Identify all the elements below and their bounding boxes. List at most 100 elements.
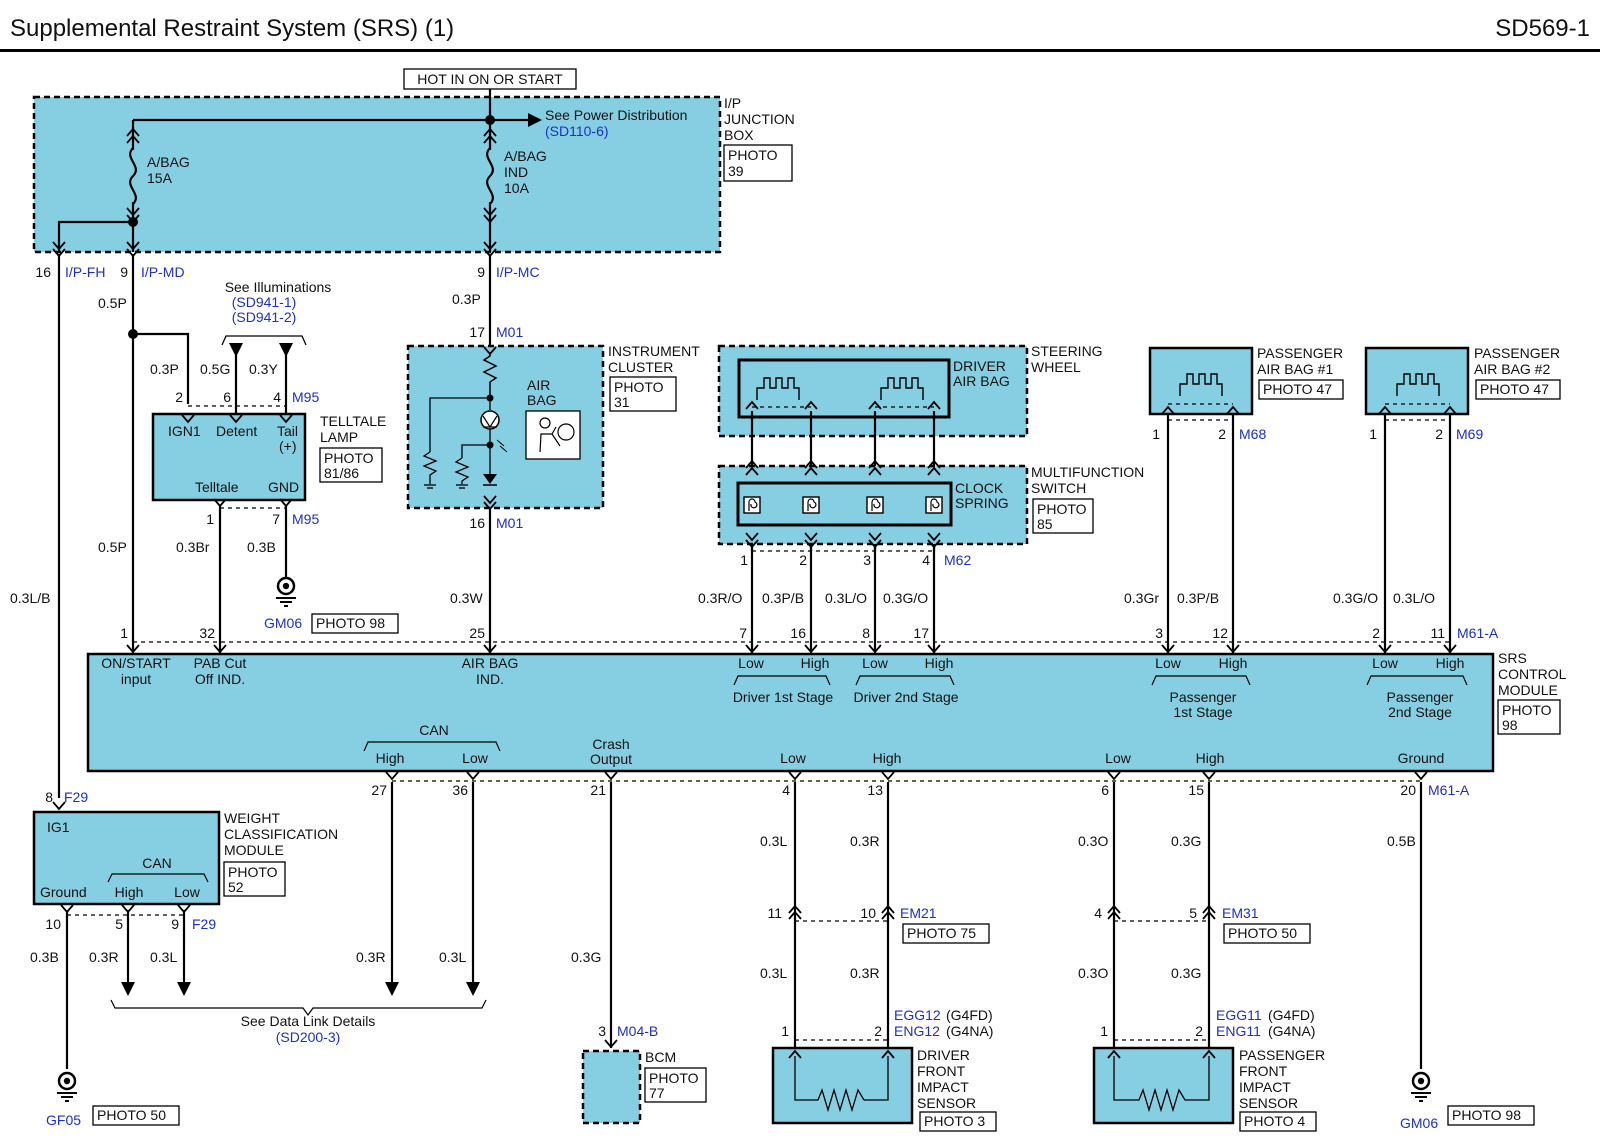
photo-box (1475, 379, 1561, 400)
weight-classification-body (32, 810, 221, 906)
splice-icon (485, 115, 495, 125)
pin-number: 2 (1218, 426, 1226, 442)
driver-front-impact-sensor: 0.3L 0.3R 11 10 EM21 PHOTO 75 0.3L 0.3R … (760, 782, 997, 1132)
photo-label: PHOTO 47 (1263, 381, 1332, 397)
pin-number: 7 (739, 625, 747, 641)
brace-icon (855, 675, 955, 686)
illuminations-ref[interactable]: (SD941-2) (232, 309, 297, 325)
photo-number: 77 (649, 1085, 665, 1101)
airbag-warning-icon (525, 410, 581, 460)
pin-label: Low (738, 655, 765, 671)
ip-junction-box: See Power Distribution (SD110-6) A/BAG 1… (32, 89, 795, 280)
power-distribution-note: See Power Distribution (545, 107, 687, 123)
photo-box (1447, 1105, 1535, 1126)
wire-color-label: 0.3L/O (825, 590, 867, 606)
passenger-airbag-2: PASSENGER AIR BAG #2 PHOTO 47 1 2 M69 (1364, 345, 1561, 442)
power-distribution-ref[interactable]: (SD110-6) (545, 123, 609, 139)
brace-icon (221, 335, 307, 346)
brace-icon (107, 873, 209, 883)
connector-ip-fh: I/P-FH (65, 264, 105, 280)
photo-number: 85 (1037, 516, 1053, 532)
connector-ip-mc: I/P-MC (496, 264, 540, 280)
component-name: PASSENGER (1474, 345, 1560, 361)
connector-m95: M95 (292, 389, 319, 405)
photo-box (1258, 379, 1344, 400)
connector-eng11: ENG11 (1216, 1023, 1261, 1039)
pin-number: 6 (1101, 782, 1109, 798)
resistor-icon (1113, 1056, 1210, 1113)
pin-label: High (925, 655, 954, 671)
fuse-abag-ind-rating: 10A (504, 180, 530, 196)
component-name: FRONT (1239, 1063, 1288, 1079)
pin-number: 3 (598, 1023, 606, 1039)
pin-label: IG1 (47, 819, 70, 835)
pin-number: 5 (115, 916, 123, 932)
fuse-icon (481, 147, 499, 205)
component-name: WHEEL (1031, 359, 1081, 375)
junction-box-name: JUNCTION (724, 111, 795, 127)
pin-number: 1 (740, 552, 748, 568)
stage-label: 2nd Stage (1388, 704, 1452, 720)
wire-color-label: 0.3P (452, 291, 481, 307)
pin-number: 9 (477, 264, 485, 280)
pin-number: 21 (590, 782, 606, 798)
photo-label: PHOTO 50 (1228, 925, 1297, 941)
pin-number: 2 (1195, 1023, 1203, 1039)
coil-icon (802, 496, 820, 514)
data-link-ref[interactable]: (SD200-3) (276, 1029, 341, 1045)
photo-box (1497, 699, 1561, 735)
wire-color-label: 0.3B (247, 539, 276, 555)
clock-spring (736, 481, 953, 527)
arrow-down-icon (466, 982, 480, 996)
component-name: SWITCH (1031, 480, 1086, 496)
ground-icon (1409, 1071, 1433, 1103)
telltale-lamp-body (151, 412, 307, 502)
illuminations-note: See Illuminations (225, 279, 332, 295)
wire-color-label: 0.3Gr (1124, 590, 1159, 606)
driver-impact-sensor-body (771, 1046, 914, 1125)
photo-number: 81/86 (324, 465, 359, 481)
connector-m68: M68 (1239, 426, 1266, 442)
pin-label: input (121, 671, 151, 687)
pin-label: PAB Cut (194, 655, 247, 671)
instrument-cluster: 0.3P 17 M01 AIR BAG INSTRUMENT CLUSTER (406, 254, 700, 531)
pin-number: 20 (1400, 782, 1416, 798)
pin-number: 1 (781, 1023, 789, 1039)
connector-m69: M69 (1456, 426, 1483, 442)
wire-color-label: 0.5G (200, 361, 230, 377)
steering-wheel: DRIVER AIR BAG STEERING WHEEL (717, 343, 1103, 438)
photo-box (223, 861, 286, 897)
photo-label: PHOTO 50 (97, 1107, 166, 1123)
ground-point-code: GF05 (46, 1112, 81, 1128)
photo-box (1239, 1111, 1317, 1132)
component-name: SRS (1498, 650, 1527, 666)
pin-number: 10 (45, 916, 61, 932)
wire-color-label: 0.3R (356, 949, 386, 965)
photo-box (92, 1105, 180, 1126)
hot-label: HOT IN ON OR START (417, 71, 563, 87)
pin-number: 12 (1212, 625, 1228, 641)
pin-number: 36 (452, 782, 468, 798)
connector-m95: M95 (292, 511, 319, 527)
component-name: SENSOR (1239, 1095, 1298, 1111)
engine-variant: (G4FD) (1268, 1007, 1315, 1023)
illuminations-ref[interactable]: (SD941-1) (232, 294, 297, 310)
component-name: FRONT (917, 1063, 966, 1079)
pin-label: Ground (40, 884, 87, 900)
pin-label: Tail (277, 423, 298, 439)
photo-box (1032, 498, 1094, 534)
pin-number: 9 (171, 916, 179, 932)
pin-number: 15 (1188, 782, 1204, 798)
photo-number: 98 (1502, 717, 1518, 733)
connector-eng12: ENG12 (894, 1023, 940, 1039)
component-name: MODULE (224, 842, 284, 858)
pin-label: Low (780, 750, 807, 766)
pin-number: 2 (799, 552, 807, 568)
bcm: 3 M04-B BCM PHOTO 77 (581, 1023, 707, 1125)
pin-label: Low (462, 750, 489, 766)
stage-label: Passenger (1170, 689, 1237, 705)
wire-color-label: 0.3R (850, 833, 880, 849)
photo-number: 39 (728, 163, 744, 179)
brace-icon (1366, 675, 1468, 686)
can-label: CAN (419, 722, 449, 738)
